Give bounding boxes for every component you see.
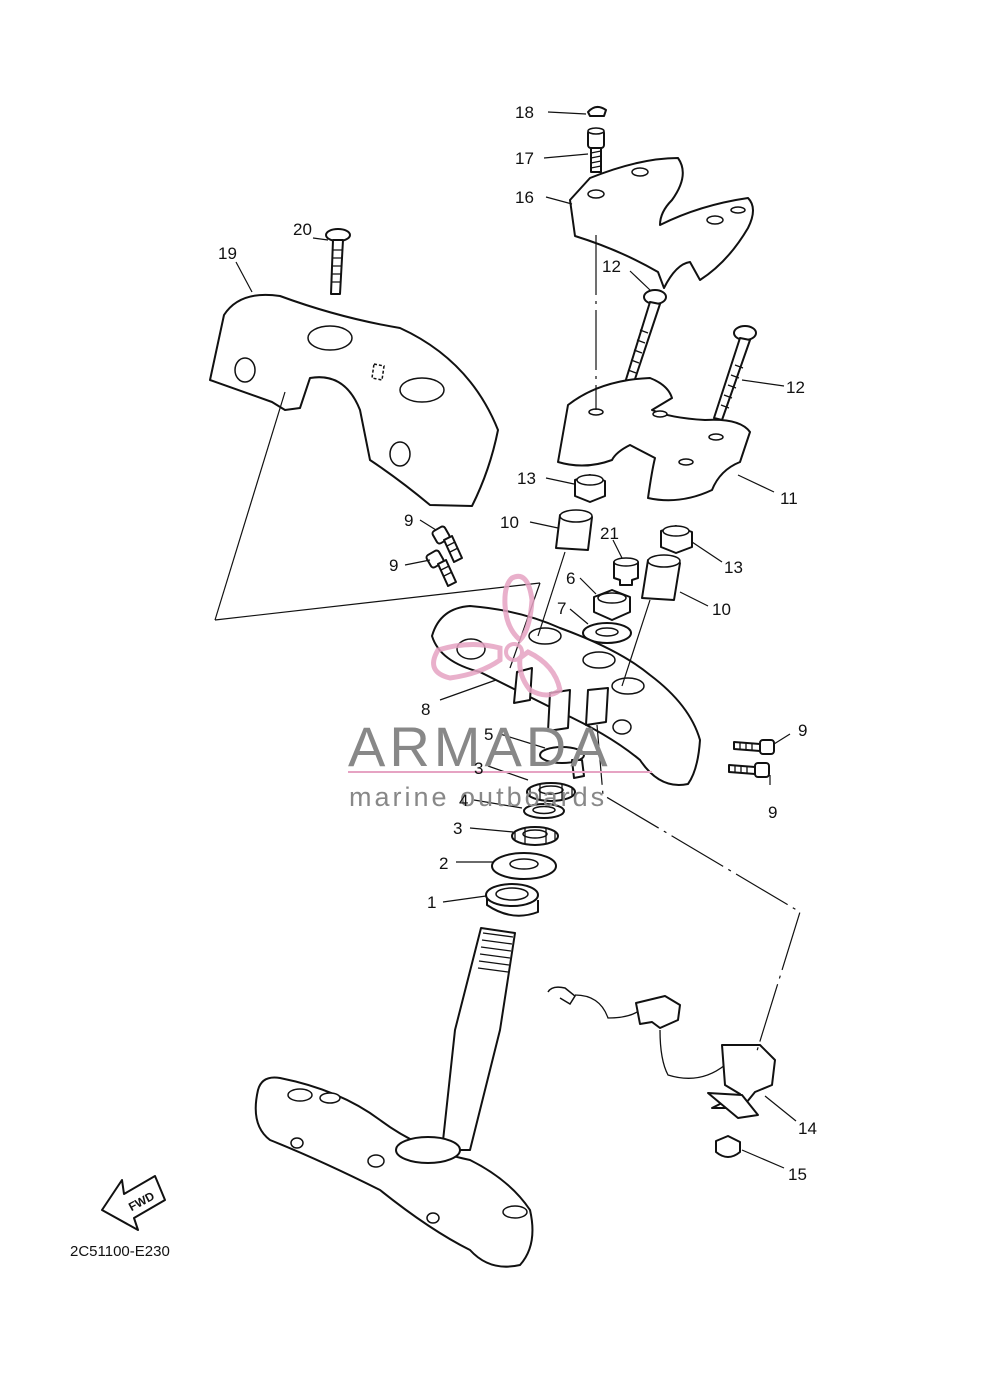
part-3-ring-nut-upper [526, 782, 576, 802]
diagram-code: 2C51100-E230 [70, 1243, 170, 1260]
part-7-washer [582, 622, 632, 644]
callout-10-right: 10 [712, 600, 731, 619]
part-13-nut-right [660, 525, 693, 554]
steering-stem-lower-bracket [254, 927, 534, 1268]
part-13-nut-left [574, 474, 606, 503]
part-21-collar [613, 557, 639, 586]
callout-3-upper: 3 [474, 759, 483, 778]
callout-9-d: 9 [768, 803, 777, 822]
callout-16: 16 [515, 188, 534, 207]
part-15-nut [715, 1135, 741, 1158]
part-19-cover [209, 293, 499, 507]
part-6-steering-nut [593, 589, 631, 621]
part-3-ring-nut-lower [511, 826, 559, 846]
part-1-bearing [485, 883, 539, 917]
callout-6: 6 [566, 569, 575, 588]
propeller-logo-icon [431, 573, 563, 698]
part-17-bolt [587, 127, 605, 173]
part-9-bolt-upper-right [733, 739, 775, 755]
part-16-upper-holder [569, 157, 754, 289]
callout-18: 18 [515, 103, 534, 122]
part-10-damper-right [641, 554, 681, 601]
part-5-lock-washer [539, 746, 585, 779]
callout-11: 11 [780, 489, 798, 508]
callout-4: 4 [459, 791, 468, 810]
callout-5: 5 [484, 725, 493, 744]
callout-9-c: 9 [798, 721, 807, 740]
callout-9-b: 9 [389, 556, 398, 575]
callout-leaders [235, 111, 797, 1169]
callout-20: 20 [293, 220, 312, 239]
callout-9-a: 9 [404, 511, 413, 530]
part-9-bolt-lower-right [728, 762, 770, 778]
callout-7: 7 [557, 599, 566, 618]
part-9-bolt-upper-left [431, 525, 463, 563]
part-4-washer [523, 803, 565, 819]
part-20-screw [325, 228, 351, 295]
callout-13-right: 13 [724, 558, 743, 577]
callout-1: 1 [427, 893, 436, 912]
part-12-bolt-left [623, 289, 667, 389]
callout-8: 8 [421, 700, 430, 719]
callout-21: 21 [600, 524, 619, 543]
callout-13-left: 13 [517, 469, 536, 488]
part-10-damper-left [555, 509, 593, 551]
part-2-dust-seal [491, 852, 557, 880]
callout-19: 19 [218, 244, 237, 263]
callout-labels: 18 17 16 12 12 11 13 13 10 10 21 6 7 9 9… [218, 103, 817, 1184]
callout-10-left: 10 [500, 513, 519, 532]
callout-14: 14 [798, 1119, 817, 1138]
callout-15: 15 [788, 1165, 807, 1184]
part-14-switch-bracket [547, 986, 776, 1119]
part-9-bolt-lower-left [425, 549, 457, 587]
part-12-bolt-right [713, 325, 757, 421]
callout-12-lower: 12 [786, 378, 805, 397]
part-11-lower-holder [557, 377, 751, 502]
watermark-brand: ARMADA [348, 715, 612, 778]
fwd-arrow-icon: FWD [101, 1175, 166, 1231]
armada-watermark: ARMADA marine outboards [348, 573, 652, 812]
callout-3-lower: 3 [453, 819, 462, 838]
callout-17: 17 [515, 149, 534, 168]
callout-2: 2 [439, 854, 448, 873]
callout-12-upper: 12 [602, 257, 621, 276]
part-18-cap [587, 106, 607, 117]
watermark-tagline: marine outboards [349, 782, 607, 812]
assembly-lines [214, 235, 801, 1055]
